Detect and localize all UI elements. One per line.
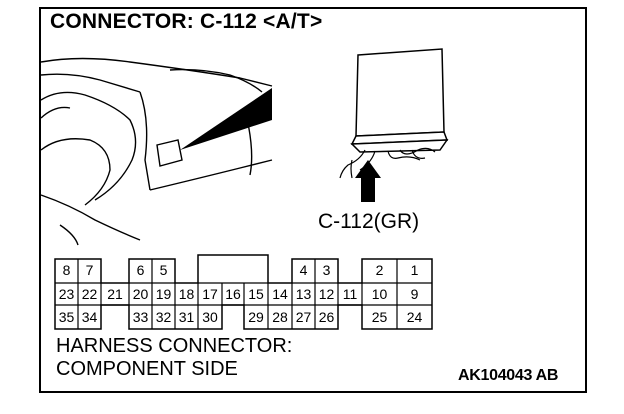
pin-11: 11 — [342, 286, 358, 302]
pin-27: 27 — [295, 309, 312, 325]
diagram-frame — [39, 7, 587, 393]
pin-9: 9 — [410, 286, 419, 302]
pin-26: 26 — [318, 309, 335, 325]
connector-arrow — [355, 160, 381, 202]
pointer-wedge — [180, 88, 272, 150]
pin-2: 2 — [375, 262, 384, 278]
pin-23: 23 — [58, 286, 75, 302]
pin-6: 6 — [136, 262, 145, 278]
pin-17: 17 — [202, 286, 218, 302]
pin-20: 20 — [132, 286, 149, 302]
pin-35: 35 — [58, 309, 75, 325]
pin-15: 15 — [248, 286, 264, 302]
pin-10: 10 — [371, 286, 388, 302]
connector-outline — [54, 254, 433, 330]
diagram-code: AK104043 AB — [458, 367, 559, 384]
pin-22: 22 — [81, 286, 98, 302]
pin-19: 19 — [155, 286, 172, 302]
pin-14: 14 — [272, 286, 288, 302]
pin-28: 28 — [272, 309, 288, 325]
ecu-module — [350, 48, 449, 153]
module-outline — [156, 139, 183, 167]
pin-31: 31 — [178, 309, 195, 325]
pin-29: 29 — [248, 309, 264, 325]
pin-25: 25 — [371, 309, 388, 325]
caption-line-2: COMPONENT SIDE — [56, 358, 238, 380]
pin-16: 16 — [225, 286, 241, 302]
harness-wires — [339, 147, 436, 179]
pin-1: 1 — [410, 262, 419, 278]
pin-33: 33 — [132, 309, 149, 325]
pin-12: 12 — [318, 286, 335, 302]
pin-18: 18 — [178, 286, 195, 302]
pin-7: 7 — [85, 262, 94, 278]
pin-13: 13 — [295, 286, 312, 302]
pin-8: 8 — [62, 262, 71, 278]
pin-24: 24 — [406, 309, 423, 325]
connector-title: CONNECTOR: C-112 <A/T> — [50, 10, 323, 33]
pin-34: 34 — [81, 309, 98, 325]
pin-30: 30 — [202, 309, 218, 325]
pin-grid — [55, 259, 432, 329]
pin-32: 32 — [155, 309, 172, 325]
pin-3: 3 — [322, 262, 331, 278]
caption-line-1: HARNESS CONNECTOR: — [56, 335, 293, 357]
connector-label: C-112(GR) — [318, 210, 420, 233]
pin-4: 4 — [299, 262, 308, 278]
pin-21: 21 — [107, 286, 123, 302]
pin-5: 5 — [159, 262, 168, 278]
